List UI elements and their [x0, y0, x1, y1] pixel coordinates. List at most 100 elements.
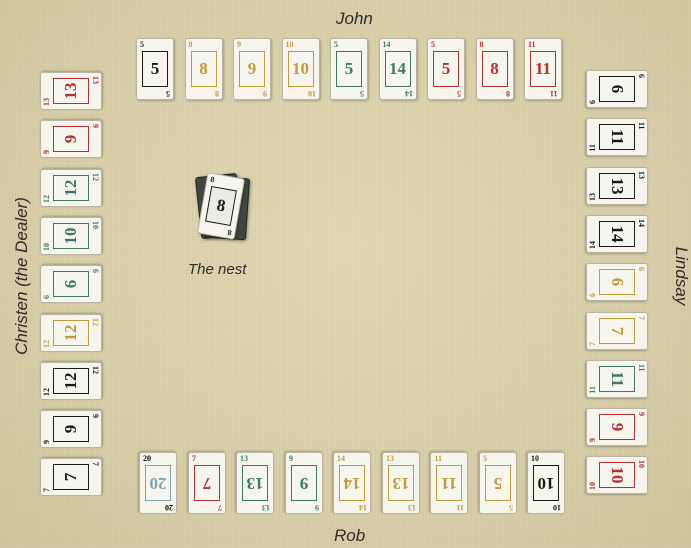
card-corner-rank: 20 [165, 503, 173, 512]
rob-card[interactable]: 10 10 10 [527, 452, 565, 514]
card-rank: 12 [53, 320, 89, 346]
card-rank: 7 [194, 465, 220, 501]
card-corner-rank: 5 [483, 454, 487, 463]
card-corner-rank: 5 [360, 89, 364, 98]
card-corner-rank: 9 [91, 124, 100, 128]
card-rank: 11 [599, 124, 635, 150]
rob-card[interactable]: 14 14 14 [333, 452, 371, 514]
card-rank: 7 [599, 318, 635, 344]
card-corner-rank: 10 [531, 454, 539, 463]
card-corner-rank: 11 [588, 145, 597, 153]
card-corner-rank: 14 [337, 454, 345, 463]
card-rank: 5 [142, 51, 168, 87]
card-corner-rank: 7 [637, 316, 646, 320]
card-rank: 9 [239, 51, 265, 87]
card-corner-rank: 5 [166, 89, 170, 98]
card-corner-rank: 9 [237, 40, 241, 49]
card-rank: 14 [339, 465, 365, 501]
card-corner-rank: 7 [91, 462, 100, 466]
card-corner-rank: 13 [386, 454, 394, 463]
card-corner-rank: 7 [42, 488, 51, 492]
card-rank: 13 [53, 78, 89, 104]
card-corner-rank: 11 [528, 40, 536, 49]
card-rank: 6 [599, 269, 635, 295]
player-label-bottom: Rob [334, 526, 365, 546]
card-rank: 10 [533, 465, 559, 501]
rob-card[interactable]: 20 20 20 [139, 452, 177, 514]
card-corner-rank: 20 [143, 454, 151, 463]
player-label-top: John [336, 9, 373, 29]
card-corner-rank: 13 [637, 171, 646, 179]
card-rank: 11 [436, 465, 462, 501]
card-rank: 8 [482, 51, 508, 87]
card-corner-rank: 14 [383, 40, 391, 49]
card-corner-rank: 14 [405, 89, 413, 98]
john-card[interactable]: 5 5 5 [136, 38, 174, 100]
card-rank: 8 [205, 186, 237, 226]
rook-bird-icon: 20 [145, 465, 171, 501]
card-corner-rank: 10 [91, 221, 100, 229]
card-rank: 9 [291, 465, 317, 501]
card-rank: 11 [530, 51, 556, 87]
card-corner-rank: 12 [42, 388, 51, 396]
card-corner-rank: 12 [91, 366, 100, 374]
card-corner-rank: 8 [210, 175, 216, 185]
card-rank: 10 [53, 223, 89, 249]
card-corner-rank: 9 [588, 438, 597, 442]
card-rank: 13 [599, 173, 635, 199]
card-corner-rank: 9 [42, 440, 51, 444]
card-corner-rank: 5 [334, 40, 338, 49]
card-rank: 9 [53, 416, 89, 442]
card-corner-rank: 10 [553, 503, 561, 512]
card-corner-rank: 5 [140, 40, 144, 49]
card-rank: 9 [53, 126, 89, 152]
card-corner-rank: 13 [262, 503, 270, 512]
card-corner-rank: 10 [42, 243, 51, 251]
card-rank: 8 [191, 51, 217, 87]
nest-pile[interactable]: 8 8 8 [196, 173, 252, 241]
player-label-left: Christen (the Dealer) [12, 176, 32, 376]
card-corner-rank: 6 [42, 295, 51, 299]
card-corner-rank: 14 [359, 503, 367, 512]
card-corner-rank: 7 [192, 454, 196, 463]
card-corner-rank: 12 [91, 318, 100, 326]
card-corner-rank: 12 [42, 195, 51, 203]
card-corner-rank: 11 [588, 386, 597, 394]
card-corner-rank: 13 [91, 76, 100, 84]
card-corner-rank: 6 [91, 269, 100, 273]
card-corner-rank: 13 [240, 454, 248, 463]
card-corner-rank: 9 [42, 150, 51, 154]
